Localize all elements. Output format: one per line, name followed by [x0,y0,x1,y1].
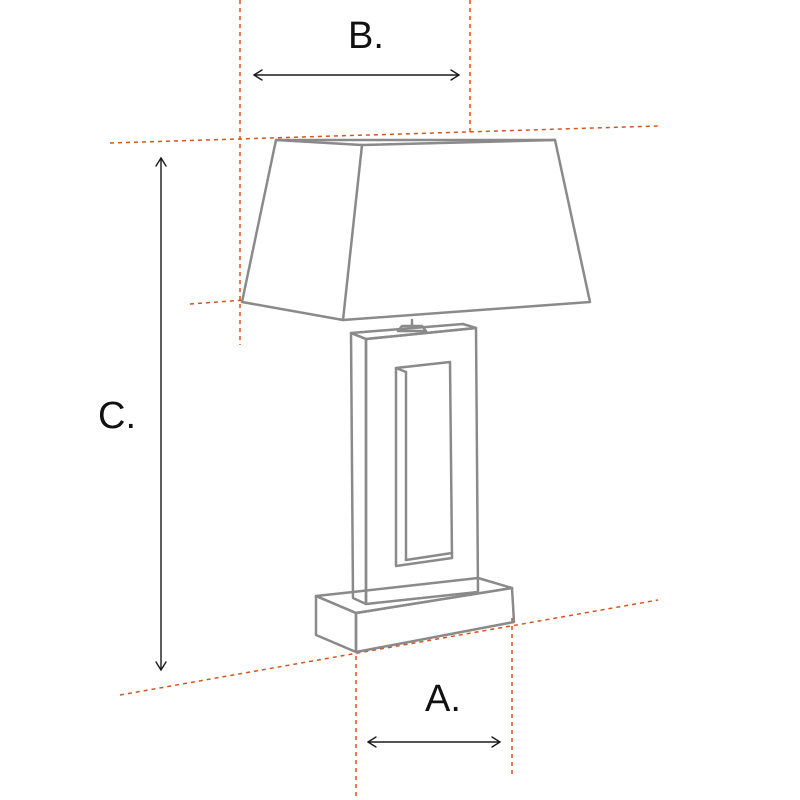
dimension-c-arrowhead-bottom [155,661,167,672]
label-c: C. [98,395,136,437]
label-b: B. [348,15,384,57]
dimension-b: B. [252,15,461,81]
lamp-body-window-inner-top [394,366,408,374]
lamp-shade [240,138,592,322]
lamp-base-side [354,586,516,654]
guide-shade-top [109,125,659,144]
dimension-c: C. [98,156,167,672]
lamp-shade-front-top-edge [274,138,364,147]
lamp-body-window [394,360,454,568]
dimension-a-arrowhead-right [491,736,502,748]
lamp-base-front [314,594,358,654]
dimension-a: A. [366,678,502,748]
guide-lines [109,0,659,800]
lamp-body-side [364,326,480,606]
dimension-c-arrowhead-top [155,156,167,167]
lamp-body-front [349,331,368,606]
guide-floor-line [119,599,659,696]
lamp-drawing [240,138,592,654]
lamp-shade-front-left-edge [341,143,364,322]
dimension-a-arrowhead-left [366,736,377,748]
dimension-b-arrowhead-right [450,69,461,81]
lamp-shade-top-right-edge [360,138,557,147]
label-a: A. [425,678,461,720]
guide-shade-bottom [189,299,246,305]
lamp-body-window-inner-bottom [404,551,454,562]
dimension-b-arrowhead-left [252,69,263,81]
